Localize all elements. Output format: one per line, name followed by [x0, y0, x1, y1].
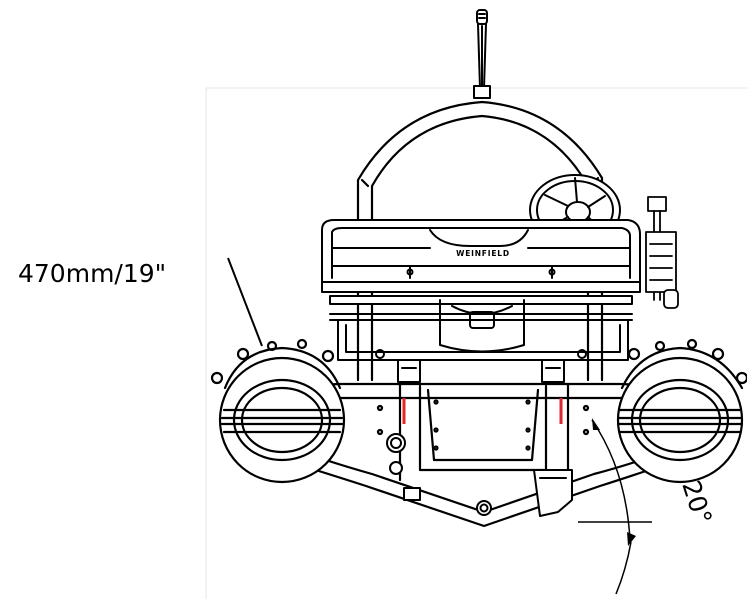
seat-backrest: WEINFIELD — [321, 219, 641, 283]
deadrise-angle-label: 20° — [676, 477, 717, 528]
tube-diameter-callout: 470mm/19" — [18, 257, 263, 347]
transom-brackets — [397, 359, 565, 383]
transom-upper — [337, 268, 629, 361]
right-tube — [616, 338, 747, 484]
brand-mark: WEINFIELD — [456, 249, 510, 258]
drain-plugs — [386, 433, 492, 516]
left-tube — [210, 338, 346, 484]
throttle-control — [645, 196, 679, 309]
red-marks — [402, 398, 563, 424]
antenna — [473, 9, 491, 99]
tube-diameter-label: 470mm/19" — [18, 259, 166, 288]
transducer-bracket — [533, 469, 573, 517]
